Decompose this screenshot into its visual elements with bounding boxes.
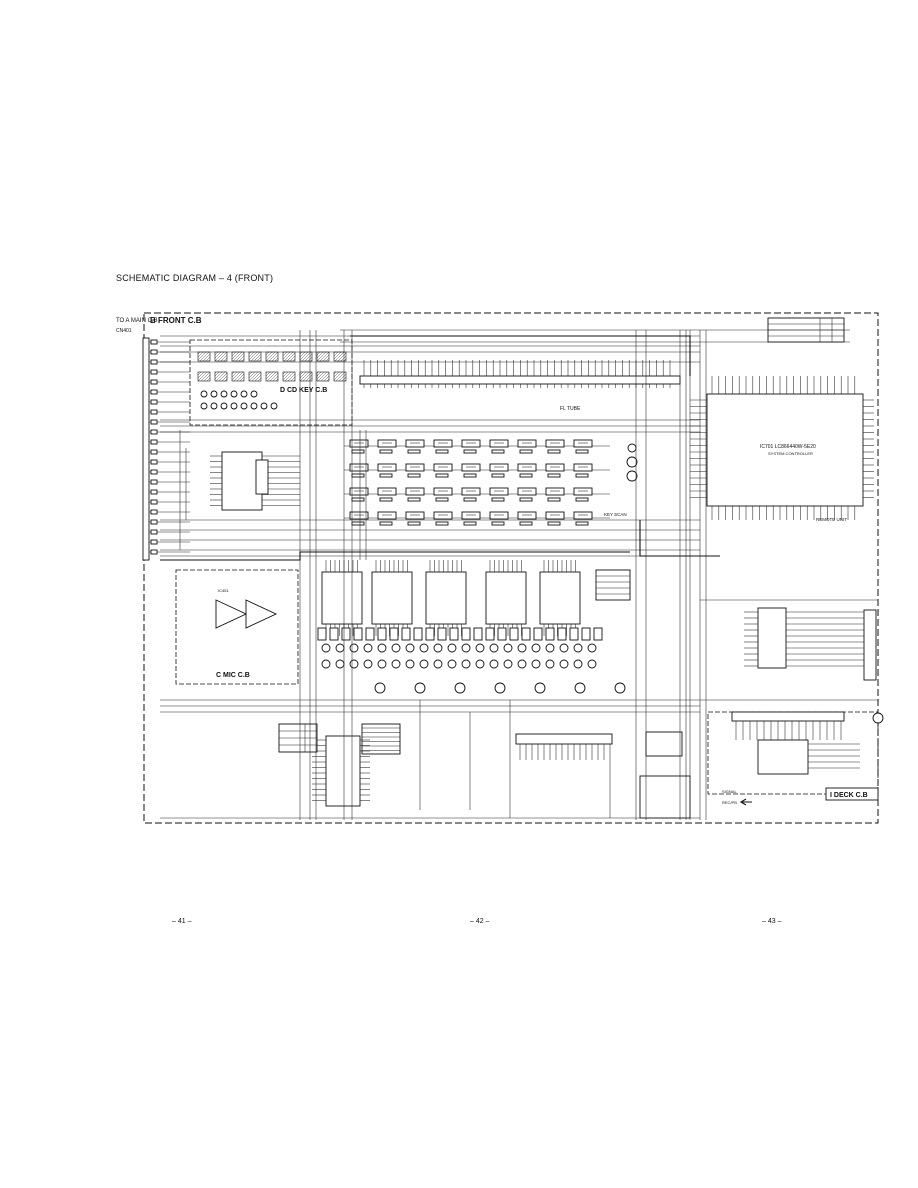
- mic-board-label: C MIC C.B: [216, 672, 250, 679]
- page-number-43: – 43 –: [762, 918, 782, 925]
- bottom-connector-strip: [515, 733, 613, 760]
- key-scan-label: KEY SCAN: [604, 512, 627, 517]
- mode-table: [278, 723, 318, 753]
- controller-ic-sublabel: SYSTEM CONTROLLER: [768, 451, 813, 456]
- led-transistors: [626, 443, 638, 482]
- mic-ic: IC451: [215, 588, 278, 629]
- controller-ic-label: IC701 LC866440W-5E20: [760, 444, 816, 450]
- remote-unit-label: REMOTE UNIT: [816, 517, 847, 522]
- front-board-frame: [143, 312, 879, 824]
- deck-board: I DECK C.B: [707, 711, 884, 801]
- signal-legend: SIGNAL REC/PB: [722, 789, 752, 806]
- mic-board-frame: [175, 569, 299, 685]
- svg-text:REC/PB: REC/PB: [722, 800, 737, 805]
- fl-tube-bus: FL TUBE: [359, 360, 681, 412]
- svg-text:SIGNAL: SIGNAL: [722, 789, 737, 794]
- wiring: [160, 329, 878, 820]
- cn401-label: CN401: [116, 328, 132, 334]
- right-middle-ic: [744, 607, 877, 681]
- display-driver-ic: [210, 451, 300, 511]
- bottom-center-ic: [312, 723, 401, 807]
- cd-key-board-label: D CD KEY C.B: [280, 387, 327, 394]
- key-scan-matrix: [344, 439, 610, 526]
- diagram-title: SCHEMATIC DIAGRAM – 4 (FRONT): [116, 273, 274, 283]
- to-main-label: TO A MAIN C.B: [116, 318, 158, 324]
- system-controller-ic: IC701 LC866440W-5E20 SYSTEM CONTROLLER: [690, 376, 874, 520]
- page-number-41: – 41 –: [172, 918, 192, 925]
- cd-key-switch-array: [197, 351, 347, 410]
- page-number-42: – 42 –: [470, 918, 490, 925]
- motor-driver-cluster: [639, 731, 691, 819]
- deck-board-label: I DECK C.B: [830, 792, 868, 799]
- left-connector: [142, 337, 190, 561]
- svg-text:IC451: IC451: [218, 588, 229, 593]
- audio-processor-ics: [321, 560, 631, 636]
- transistor-array: [317, 627, 626, 694]
- fl-tube-label: FL TUBE: [560, 406, 581, 412]
- front-board-label: B FRONT C.B: [150, 316, 202, 325]
